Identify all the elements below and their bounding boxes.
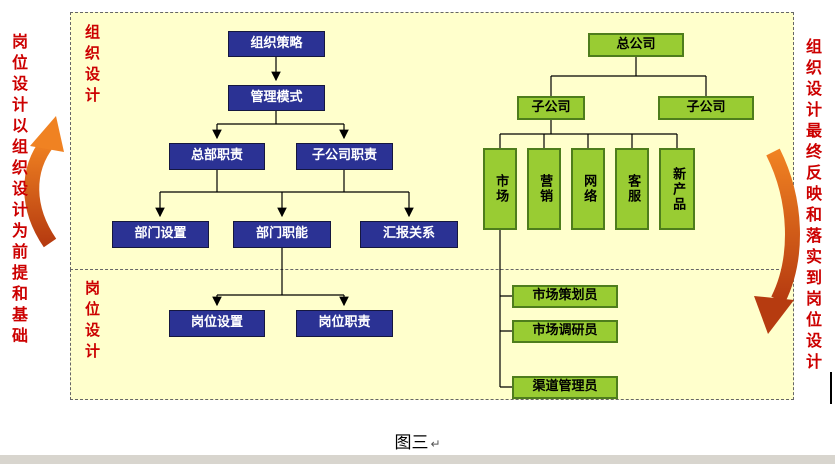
org-node-dept-new-product: 新产品 xyxy=(659,148,695,230)
flow-node-post-setup: 岗位设置 xyxy=(169,310,265,337)
org-node-dept-marketing: 营销 xyxy=(527,148,561,230)
org-node-dept-service: 客服 xyxy=(615,148,649,230)
flow-node-hq-duties: 总部职责 xyxy=(169,143,265,170)
org-node-position-channel-manager: 渠道管理员 xyxy=(512,376,618,399)
org-node-position-planner: 市场策划员 xyxy=(512,285,618,308)
left-side-label: 岗位设计以组织设计为前提和基础 xyxy=(9,33,28,348)
right-side-label: 组织设计最终反映和落实到岗位设计 xyxy=(803,38,822,374)
left-swoosh-arrow xyxy=(24,116,64,248)
org-node-subsidiary-left: 子公司 xyxy=(517,96,585,120)
flow-node-strategy: 组织策略 xyxy=(228,31,325,57)
flow-node-reporting-relations: 汇报关系 xyxy=(360,221,458,248)
flow-node-dept-setup: 部门设置 xyxy=(112,221,209,248)
flow-node-post-duties: 岗位职责 xyxy=(296,310,393,337)
org-node-dept-network: 网络 xyxy=(571,148,605,230)
bottom-gray-bar xyxy=(0,455,835,464)
org-node-subsidiary-right: 子公司 xyxy=(658,96,754,120)
flow-node-management-model: 管理模式 xyxy=(228,85,325,111)
paragraph-return-mark: ↵ xyxy=(430,437,441,451)
figure-caption-text: 图三 xyxy=(394,433,429,453)
section-label-org-design: 组织设计 xyxy=(83,24,101,108)
org-node-head-office: 总公司 xyxy=(588,33,684,57)
figure-caption: 图三↵ xyxy=(0,428,835,453)
flow-node-dept-functions: 部门职能 xyxy=(233,221,331,248)
org-node-dept-market: 市场 xyxy=(483,148,517,230)
flow-node-subsidiary-duties: 子公司职责 xyxy=(296,143,393,170)
org-node-position-researcher: 市场调研员 xyxy=(512,320,618,343)
section-label-post-design: 岗位设计 xyxy=(83,280,101,364)
right-edge-mark xyxy=(830,372,832,404)
